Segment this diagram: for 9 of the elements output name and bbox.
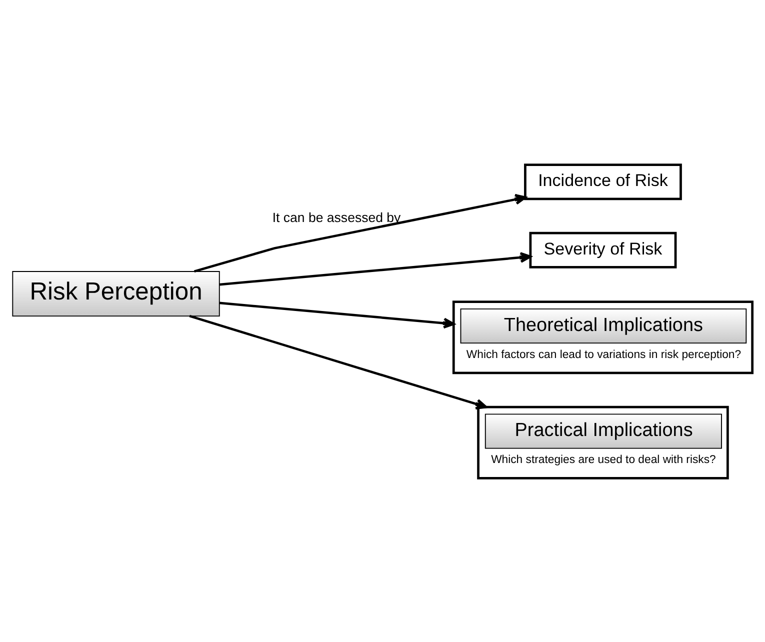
node-box: Incidence of Risk <box>524 163 682 200</box>
arrow <box>189 314 488 409</box>
arrow <box>219 252 532 286</box>
arrow <box>194 193 526 272</box>
node-box: Practical Implications Which strategies are used to deal with risks? <box>477 405 729 479</box>
node-box: Severity of Risk <box>529 231 677 268</box>
node-box: Theoretical Implications Which factors can lead to variations in risk perception? <box>452 300 754 374</box>
node-box: Risk Perception <box>12 270 220 316</box>
arrow <box>219 301 455 328</box>
